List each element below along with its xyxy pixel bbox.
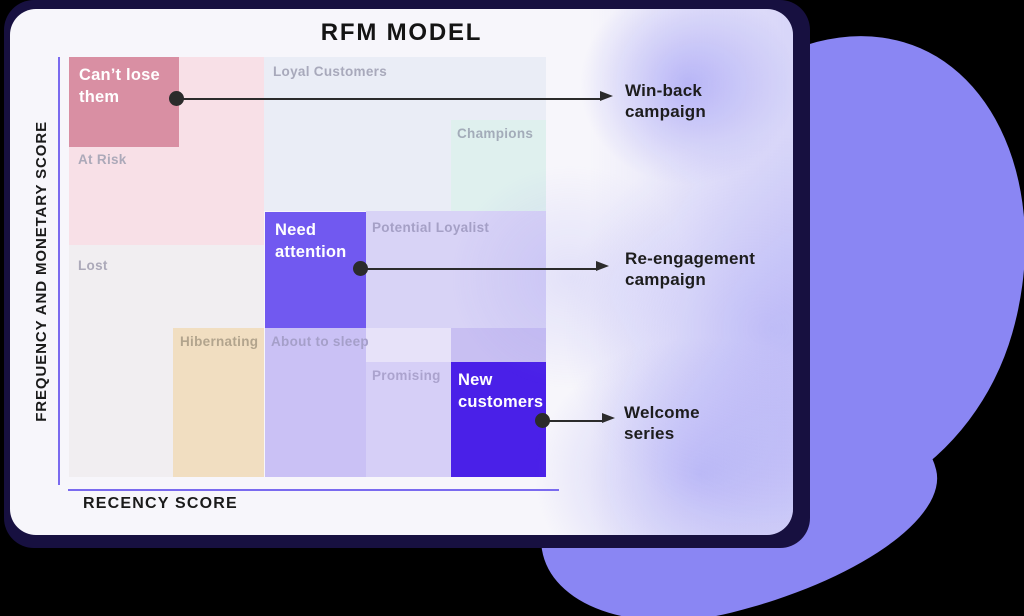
segment-cant-lose-them: Can’t lose them	[69, 57, 179, 147]
annotation-welcome-series: Welcome series	[624, 402, 700, 444]
arrow-welcome-series	[535, 412, 615, 428]
segment-promising-upper	[366, 328, 451, 362]
segment-label-potential-loyalist: Potential Loyalist	[372, 220, 490, 235]
annotation-re-engagement-campaign: Re-engagement campaign	[625, 248, 755, 290]
segment-label-lost: Lost	[78, 258, 108, 273]
y-axis-label: FREQUENCY AND MONETARY SCORE	[33, 120, 50, 422]
annotation-line: campaign	[625, 270, 706, 289]
segment-label-about-to-sleep: About to sleep	[271, 334, 369, 349]
annotation-line: Welcome	[624, 403, 700, 422]
annotation-line: series	[624, 424, 675, 443]
segment-label-at-risk: At Risk	[78, 152, 127, 167]
annotation-line: Win-back	[625, 81, 703, 100]
segment-label-promising: Promising	[372, 368, 441, 383]
annotation-line: campaign	[625, 102, 706, 121]
segment-need-attention: Need attention	[265, 212, 366, 328]
y-axis-line	[58, 57, 60, 485]
x-axis-label: RECENCY SCORE	[83, 495, 238, 512]
segment-label-cant-lose-them: Can’t lose them	[79, 66, 160, 106]
segment-label-new-customers: New customers	[458, 371, 544, 411]
segment-label-need-attention: Need attention	[275, 221, 347, 261]
page-title: RFM MODEL	[320, 19, 483, 46]
segment-champions: Champions	[451, 120, 546, 211]
segment-hibernating: Hibernating	[173, 328, 264, 477]
segment-about-to-sleep: About to sleep	[265, 328, 369, 477]
arrow-win-back	[169, 90, 613, 106]
segment-label-champions: Champions	[457, 126, 534, 141]
annotation-line: Re-engagement	[625, 249, 756, 268]
segment-label-loyal-customers: Loyal Customers	[273, 64, 388, 79]
segment-label-hibernating: Hibernating	[180, 334, 259, 349]
arrow-re-engagement	[353, 260, 609, 276]
x-axis-line	[68, 489, 559, 491]
segment-promising: Promising	[366, 362, 451, 477]
annotation-win-back-campaign: Win-back campaign	[625, 80, 706, 122]
segment-new-customers: New customers	[451, 362, 546, 477]
